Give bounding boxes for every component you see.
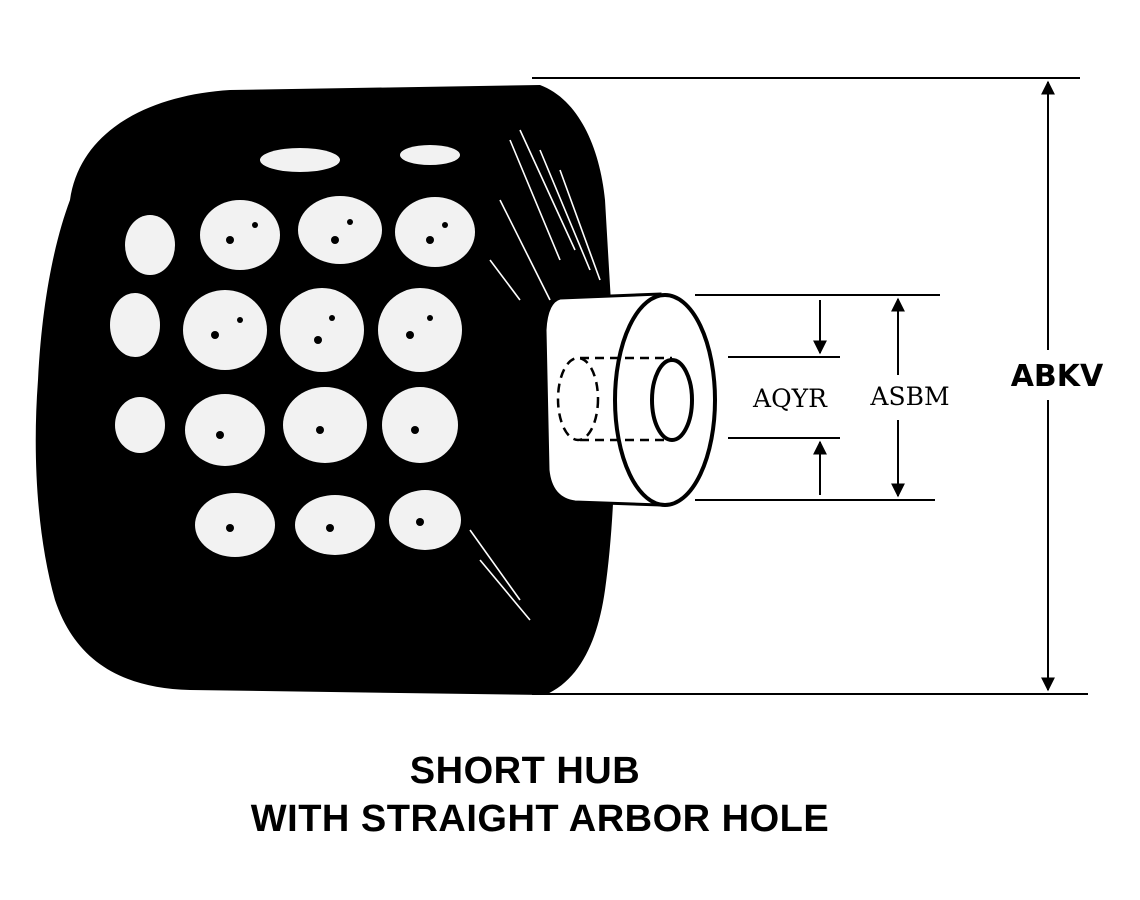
dimension-lines <box>532 77 1088 695</box>
brush-fiber-strokes <box>469 129 601 621</box>
label-overall-diameter: ABKV <box>1011 359 1104 394</box>
tuft-speckles <box>211 219 448 532</box>
brush-tufts <box>110 145 475 557</box>
hub-cylinder <box>543 292 717 507</box>
label-arbor-hole: AQYR <box>752 384 828 413</box>
hidden-bore-lines <box>556 356 672 442</box>
label-hub-diameter: ASBM <box>869 382 949 411</box>
caption-line-2: WITH STRAIGHT ARBOR HOLE <box>250 798 830 840</box>
caption-line-1: SHORT HUB <box>409 750 641 792</box>
